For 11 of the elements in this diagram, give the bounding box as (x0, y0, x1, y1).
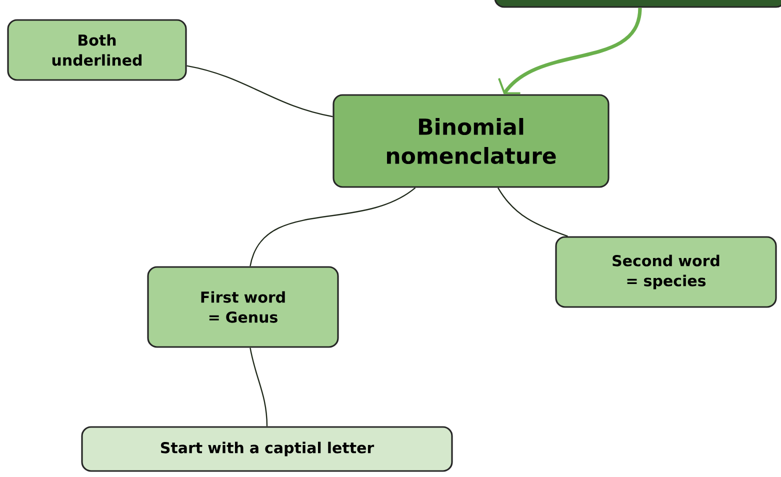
connector (498, 187, 568, 237)
node-box: Start with a captial letter (81, 426, 453, 472)
connector (186, 65, 333, 118)
box (494, 0, 781, 8)
connector (498, 8, 642, 94)
node-box: Binomial nomenclature (332, 94, 610, 188)
connector (250, 348, 268, 426)
node-box: Both underlined (7, 19, 187, 81)
node-box: First word = Genus (147, 266, 339, 348)
node-box: Second word = species (555, 236, 777, 308)
connector (250, 187, 416, 266)
